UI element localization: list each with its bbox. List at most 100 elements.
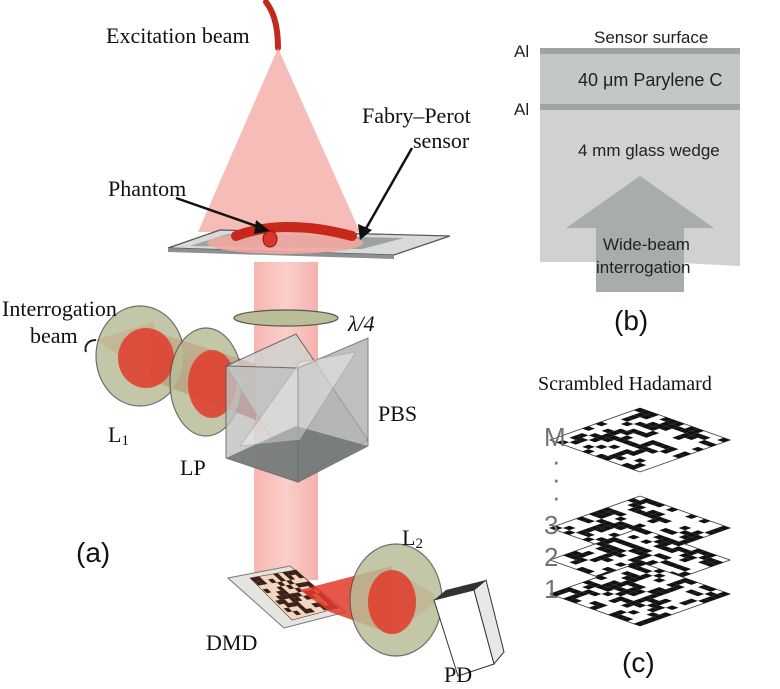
- hadamard-cell: [614, 451, 628, 456]
- hadamard-cell: [697, 435, 711, 440]
- hadamard-cell: [607, 537, 621, 542]
- hadamard-patterns: [548, 407, 732, 627]
- hadamard-cell: [582, 449, 595, 454]
- hadamard-cell: [582, 589, 595, 594]
- hadamard-cell: [595, 575, 608, 581]
- hadamard-cell: [601, 566, 615, 572]
- hadamard-cell: [678, 539, 692, 544]
- dmd-mirror-cell: [286, 575, 296, 580]
- pbs-diagonal: [239, 351, 357, 447]
- hadamard-cell: [575, 437, 589, 443]
- hadamard-cell: [633, 562, 647, 567]
- hadamard-cell: [607, 509, 621, 515]
- dmd-mirror-cell: [280, 590, 290, 595]
- hadamard-cell: [659, 528, 673, 533]
- hadamard-cell: [575, 557, 589, 563]
- hadamard-cell: [575, 566, 589, 572]
- hadamard-cell: [614, 456, 628, 461]
- hadamard-cell: [620, 421, 634, 427]
- hadamard-cell: [633, 621, 647, 626]
- hadamard-cell: [633, 528, 647, 533]
- hadamard-cell: [640, 619, 653, 624]
- hadamard-cell: [672, 435, 685, 440]
- hadamard-cell: [595, 555, 608, 560]
- hadamard-cell: [588, 600, 602, 606]
- hadamard-cell: [575, 553, 589, 558]
- hadamard-cell: [569, 589, 583, 594]
- hadamard-cell: [704, 562, 718, 567]
- hadamard-cell: [640, 512, 653, 517]
- hadamard-cell: [665, 582, 679, 588]
- hadamard-cell: [640, 410, 653, 415]
- hadamard-cell: [665, 548, 679, 554]
- hadamard-cell: [652, 512, 666, 517]
- hadamard-cell: [614, 512, 628, 517]
- hadamard-cell: [640, 446, 653, 452]
- hadamard-cell: [620, 462, 634, 468]
- hadamard-cell: [588, 433, 602, 438]
- label-interrogation-1: Interrogation: [2, 296, 117, 321]
- hadamard-cell: [569, 594, 583, 599]
- hadamard-cell: [633, 458, 647, 463]
- hadamard-cell: [665, 424, 679, 429]
- hadamard-cell: [685, 532, 698, 538]
- hadamard-cell: [575, 591, 589, 597]
- hadamard-cell: [646, 607, 660, 613]
- hadamard-cell: [697, 440, 711, 445]
- label-dmd: DMD: [206, 630, 257, 655]
- hadamard-cell: [556, 589, 570, 594]
- dmd-mirror-cell: [277, 577, 286, 582]
- dmd-mirror-cell: [276, 586, 286, 591]
- dmd-mirror-cell: [284, 603, 293, 608]
- hadamard-cell: [652, 605, 666, 610]
- hadamard-cell: [665, 507, 679, 512]
- hadamard-cell: [569, 598, 583, 604]
- hadamard-cell: [678, 530, 692, 535]
- panel-a-tag: (a): [76, 537, 110, 568]
- hadamard-cell: [588, 512, 602, 517]
- hadamard-cell: [685, 514, 698, 519]
- hadamard-cell: [582, 426, 595, 431]
- hadamard-cell: [562, 530, 576, 535]
- hadamard-cell: [652, 568, 666, 574]
- hadamard-cell: [582, 537, 595, 542]
- hadamard-cell: [620, 598, 634, 604]
- dmd-mirror-cell: [283, 607, 293, 613]
- hadamard-cell: [652, 614, 666, 620]
- hadamard-cell: [595, 584, 608, 590]
- dmd-mirror-cell: [291, 570, 301, 575]
- hadamard-cell: [620, 571, 634, 576]
- hadamard-cell: [614, 553, 628, 558]
- hadamard-cell: [678, 578, 692, 583]
- hadamard-cell: [601, 587, 615, 592]
- hadamard-cell: [659, 518, 673, 524]
- interrogation-arrow: [566, 176, 714, 292]
- dmd-mirror-cell: [285, 584, 295, 590]
- hadamard-cell: [607, 523, 621, 528]
- hadamard-cell: [588, 591, 602, 597]
- hadamard-cell: [704, 591, 718, 597]
- al-layer-bottom: [540, 104, 740, 110]
- hadamard-cell: [697, 584, 711, 590]
- index-label-2: 2: [544, 542, 558, 572]
- hadamard-cell: [633, 509, 647, 515]
- hadamard-cell: [652, 502, 666, 508]
- hadamard-cell: [659, 612, 673, 617]
- hadamard-cell: [633, 408, 647, 413]
- hadamard-cell: [575, 530, 589, 535]
- index-dot-1: ·: [552, 446, 561, 476]
- hadamard-cell: [582, 550, 595, 556]
- excitation-cone: [198, 48, 360, 232]
- hadamard-cell: [601, 512, 615, 517]
- hadamard-cell: [704, 530, 718, 535]
- dmd-mirror-cell: [280, 594, 289, 600]
- hadamard-cell: [704, 587, 718, 592]
- panel-a: Excitation beam Fabry–Perot sensor Phant…: [2, 0, 505, 687]
- dmd-mirror-cell: [293, 601, 302, 606]
- dmd-mirror-cell: [294, 592, 303, 597]
- hadamard-cell: [691, 534, 705, 540]
- dmd-mirror-cell: [304, 581, 313, 586]
- panel-b-tag: (b): [614, 305, 648, 336]
- hadamard-cell: [685, 589, 698, 594]
- hadamard-cell: [652, 539, 666, 544]
